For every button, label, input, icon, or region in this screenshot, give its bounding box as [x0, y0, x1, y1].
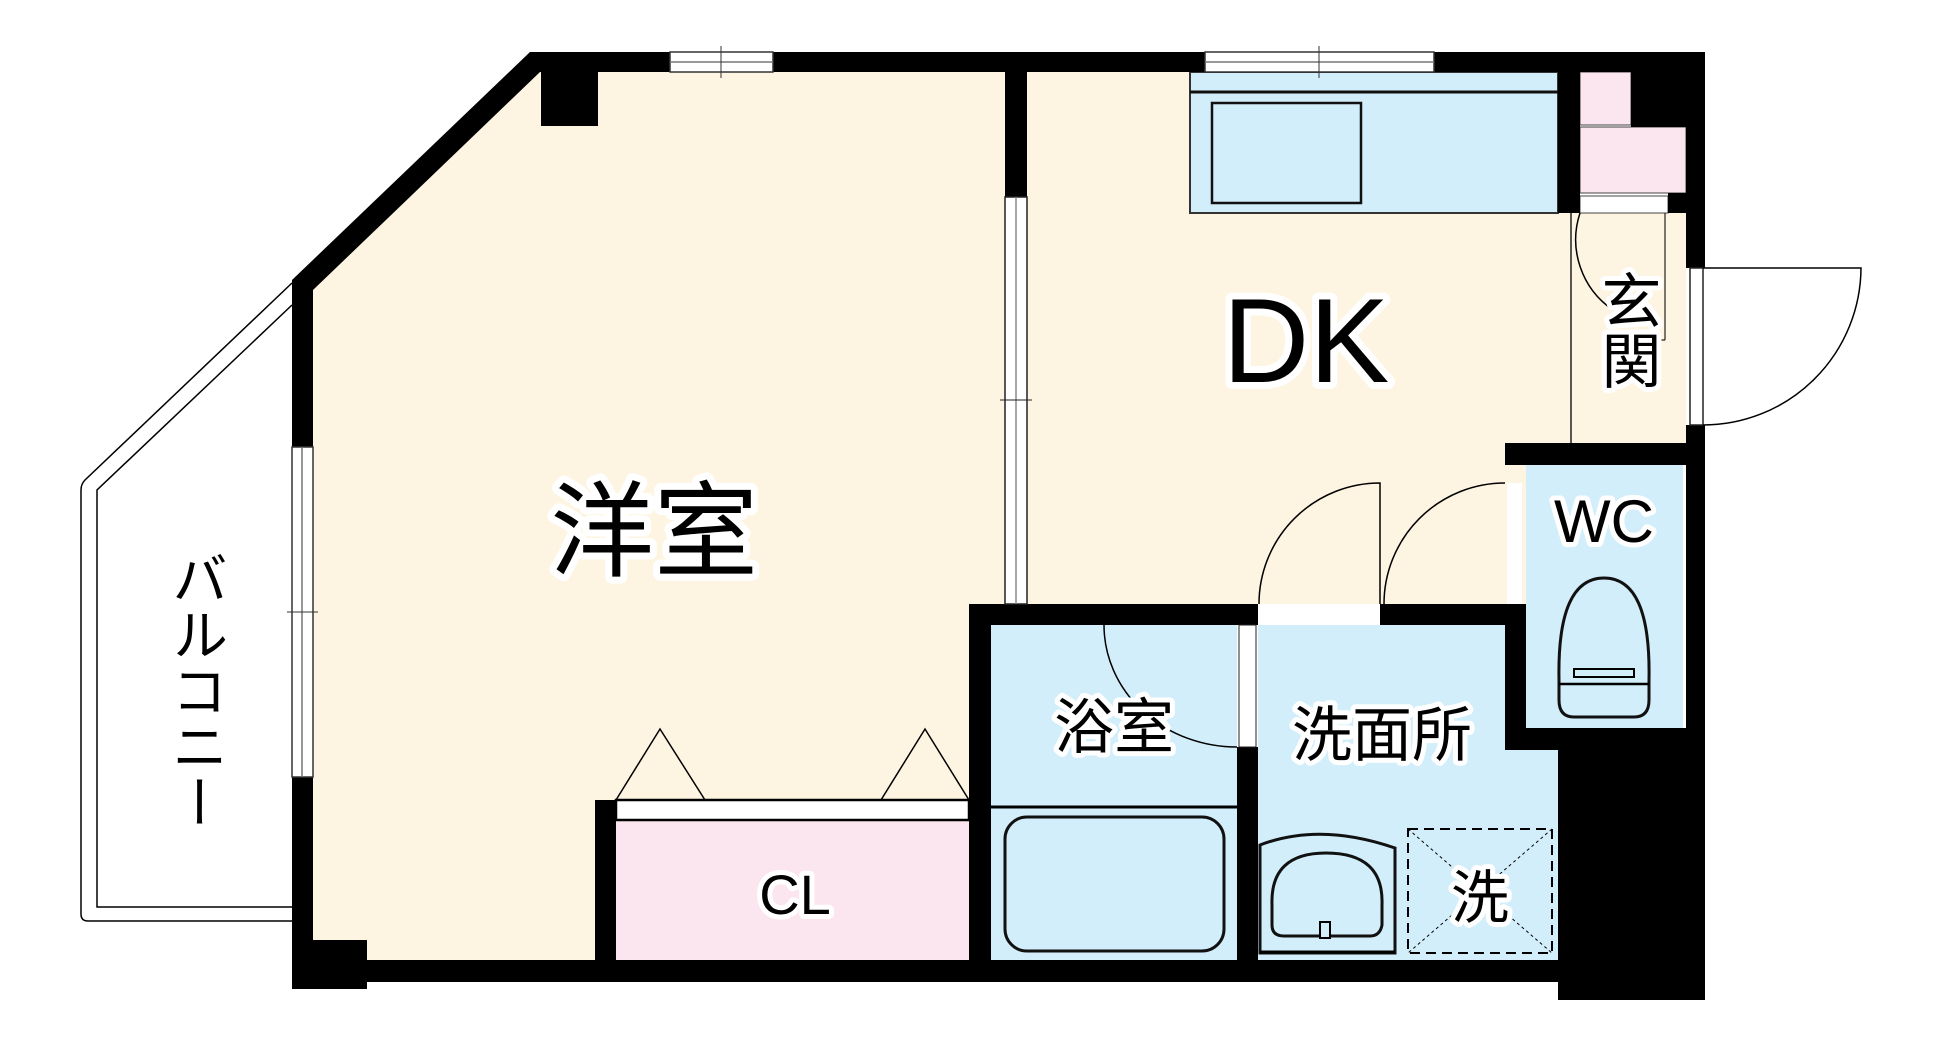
toilet-door[interactable] [1383, 482, 1522, 605]
wall-left-lower [292, 777, 313, 960]
balcony-label: バルコニー [163, 550, 228, 830]
floors [313, 71, 1687, 960]
balcony [80, 282, 293, 922]
bathroom-door[interactable] [1103, 624, 1257, 748]
western-room-label: 洋室 [550, 471, 758, 593]
wall-pipe-shaft [1558, 728, 1705, 1000]
toilet-icon [1557, 576, 1651, 719]
doors [615, 212, 1862, 801]
kitchen-sink-icon [1210, 101, 1363, 205]
entrance-inner-door[interactable] [1574, 212, 1666, 341]
wall-bath-top [969, 604, 1258, 625]
wall-right-upper [1686, 72, 1705, 268]
bathroom-floor [991, 625, 1237, 960]
wall-partition-upper [1005, 72, 1027, 197]
walls [292, 52, 1705, 1000]
balcony-railing-outer [80, 282, 293, 922]
wall-bath-left [969, 604, 991, 982]
washroom-door[interactable] [1258, 482, 1381, 623]
entrance-door[interactable] [1689, 267, 1862, 426]
toilet-label: WC [1554, 488, 1654, 555]
wall-bath-wash-divider [1237, 747, 1258, 982]
shoe-cabinet-upper [1579, 71, 1632, 126]
column-top-left [541, 72, 598, 126]
window-balcony [287, 446, 318, 778]
window-western-top [669, 46, 774, 78]
closet-door-track [614, 798, 971, 822]
western-room-floor [313, 72, 1005, 960]
wall-wash-top [1380, 604, 1526, 625]
dk-label: DK [1223, 274, 1390, 408]
room-labels: 洋室 DK 玄関 WC 浴室 洗面所 CL 洗 バルコニー [163, 265, 1667, 937]
washbasin-icon [1258, 832, 1397, 955]
washroom-label: 洗面所 [1292, 701, 1472, 771]
closet-folding-doors[interactable] [615, 727, 970, 801]
balcony-railing-inner [96, 304, 293, 908]
windows [287, 46, 1435, 778]
washing-machine-space [1407, 828, 1553, 954]
fixtures [991, 576, 1651, 955]
window-dk-top [1204, 46, 1435, 78]
bathroom-label: 浴室 [1054, 693, 1174, 763]
wall-bottom [292, 960, 1558, 982]
wall-toilet-top [1505, 443, 1705, 465]
wall-closet-left [595, 800, 616, 982]
shoe-cabinet-door [1579, 195, 1669, 214]
entrance-label: 玄関 [1591, 270, 1661, 390]
bathtub-icon [1003, 815, 1226, 953]
sliding-door-partition[interactable] [1000, 196, 1032, 605]
closet-label: CL [759, 863, 831, 926]
wall-toilet-left [1505, 604, 1526, 750]
wall-kitchen-right [1558, 72, 1580, 213]
closet-floor [616, 820, 969, 960]
washing-machine-label: 洗 [1451, 864, 1509, 932]
shoe-cabinet [1579, 126, 1687, 194]
kitchen-counter [1189, 71, 1559, 214]
